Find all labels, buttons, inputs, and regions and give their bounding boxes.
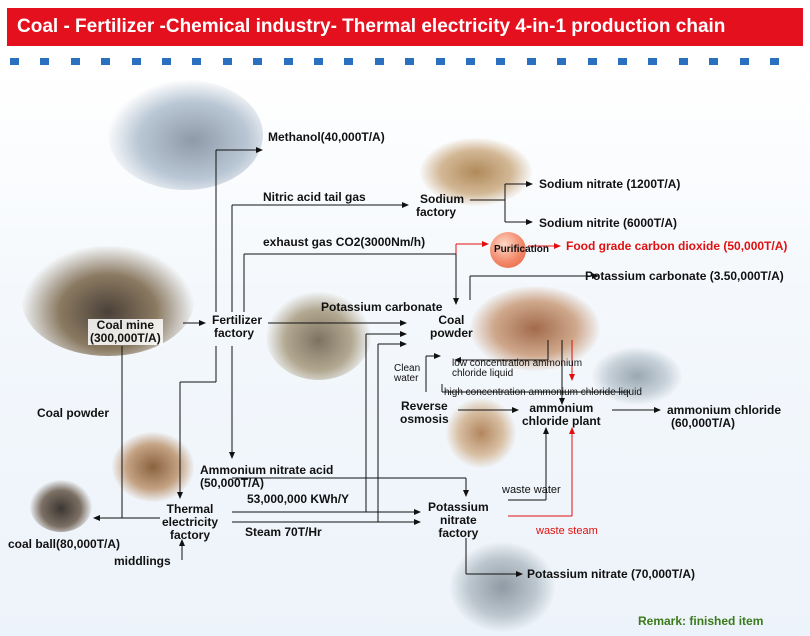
remark-label: Remark: finished item [638, 614, 764, 628]
reverse-osmosis-node: Reverse osmosis [400, 400, 449, 426]
fertilizer-factory-node: Fertilizer factory [212, 314, 262, 340]
ammonium-plant-label-1: ammonium [529, 401, 594, 415]
kwh-label: 53,000,000 KWh/Y [247, 492, 350, 506]
decorative-dot [770, 58, 779, 65]
sodium-label-2: factory [416, 205, 457, 219]
exhaust-gas-label: exhaust gas CO2(3000Nm/h) [263, 235, 426, 249]
sodium-label-1: Sodium [420, 192, 464, 206]
steam-label: Steam 70T/Hr [245, 525, 322, 539]
decorative-dot [70, 58, 80, 65]
decorative-dot [678, 58, 688, 65]
fertilizer-label-1: Fertilizer [212, 313, 263, 327]
clean-water-label: Clean water [394, 364, 420, 384]
decorative-dot [435, 58, 445, 65]
coal-powder-flow-label: Coal powder [37, 406, 110, 420]
decorative-dot [344, 58, 354, 65]
coal-powder-label-2: powder [430, 326, 473, 340]
ro-label-1: Reverse [400, 399, 448, 413]
coal-ball-photo [30, 480, 92, 532]
pn-factory-label-2: nitrate [440, 513, 477, 527]
coal-mine-capacity: (300,000T/A) [90, 331, 161, 345]
potassium-nitrate-plant-photo [450, 542, 555, 632]
decorative-dot [283, 58, 293, 65]
food-co2-label: Food grade carbon dioxide (50,000T/A) [566, 239, 788, 253]
thermal-label-1: Thermal [166, 502, 214, 516]
low-conc-1: low concentration ammonium [452, 358, 583, 369]
high-conc-label: high concentration ammonium chloride liq… [444, 387, 642, 398]
decorative-dot [10, 58, 19, 65]
purification-label: Purification [494, 244, 550, 255]
methanol-label: Methanol(40,000T/A) [268, 130, 385, 144]
clean-water-1: Clean [394, 363, 421, 374]
ammonium-plant-label-2: chloride plant [522, 414, 601, 428]
clean-water-2: water [394, 373, 419, 384]
potassium-carbonate-plant-photo [470, 286, 600, 371]
potassium-nitrate-factory-node: Potassium nitrate factory [428, 501, 489, 540]
page-title: Coal - Fertilizer -Chemical industry- Th… [7, 8, 803, 46]
decorative-dot [40, 58, 50, 65]
low-conc-2: chloride liquid [452, 368, 514, 379]
decorative-dot [526, 58, 536, 65]
ammonium-nitrate-acid-1: Ammonium nitrate acid [200, 463, 334, 477]
purification-circle [490, 232, 526, 268]
ammonium-chloride-plant-node: ammonium chloride plant [522, 402, 601, 428]
decorative-dot [374, 58, 384, 65]
coal-powder-label-1: Coal [438, 313, 465, 327]
sodium-factory-node: Sodium factory [416, 193, 464, 219]
ammonium-nitrate-acid-2: (50,000T/A) [200, 476, 265, 490]
coal-powder-node: Coal powder [430, 314, 473, 340]
decorative-dot [587, 58, 597, 65]
decorative-dot [466, 58, 475, 65]
nitric-acid-label: Nitric acid tail gas [263, 190, 366, 204]
decorative-dot [192, 58, 202, 65]
decorative-dot [709, 58, 719, 65]
decorative-dot [739, 58, 749, 65]
decorative-dot [314, 58, 323, 65]
coal-ball-label: coal ball(80,000T/A) [8, 537, 121, 551]
ro-label-2: osmosis [400, 412, 449, 426]
waste-steam-label: waste steam [536, 525, 598, 537]
ammonium-nitrate-acid-label: Ammonium nitrate acid (50,000T/A) [200, 464, 333, 490]
sodium-nitrite-label: Sodium nitrite (6000T/A) [539, 216, 678, 230]
fertilizer-label-2: factory [214, 326, 255, 340]
coal-mine-node: Coal mine (300,000T/A) [88, 319, 163, 345]
sodium-nitrate-label: Sodium nitrate (1200T/A) [539, 177, 681, 191]
ammonium-chloride-plant-photo [592, 347, 682, 405]
ammonium-chloride-2: (60,000T/A) [671, 416, 736, 430]
middlings-label: middlings [114, 554, 171, 568]
pn-factory-label-3: factory [438, 526, 479, 540]
potassium-nitrate-output-label: Potassium nitrate (70,000T/A) [527, 567, 696, 581]
decorative-dot [405, 58, 415, 65]
thermal-label-3: factory [170, 528, 211, 542]
decorative-dot [101, 58, 111, 65]
decorative-dot [496, 58, 506, 65]
potassium-carbonate-label: Potassium carbonate [321, 300, 443, 314]
ammonium-chloride-1: ammonium chloride [667, 403, 782, 417]
thermal-label-2: electricity [162, 515, 219, 529]
decorative-dot-row [10, 58, 800, 66]
pn-factory-label-1: Potassium [428, 500, 489, 514]
decorative-dot [648, 58, 658, 65]
decorative-dot [222, 58, 232, 65]
waste-water-label: waste water [502, 484, 561, 496]
ammonium-chloride-output-label: ammonium chloride (60,000T/A) [667, 404, 781, 430]
decorative-dot [618, 58, 627, 65]
methanol-plant-photo [108, 80, 263, 190]
decorative-dot [253, 58, 263, 65]
fertilizer-plant-photo [266, 292, 371, 380]
decorative-dot [162, 58, 171, 65]
low-conc-label: low concentration ammonium chloride liqu… [452, 359, 582, 379]
potassium-carbonate-output-label: Potassium carbonate (3.50,000T/A) [585, 269, 784, 283]
thermal-factory-node: Thermal electricity factory [162, 503, 218, 542]
coal-mine-label: Coal mine [96, 318, 155, 332]
sodium-factory-photo [420, 138, 532, 206]
decorative-dot [557, 58, 567, 65]
decorative-dot [131, 58, 141, 65]
